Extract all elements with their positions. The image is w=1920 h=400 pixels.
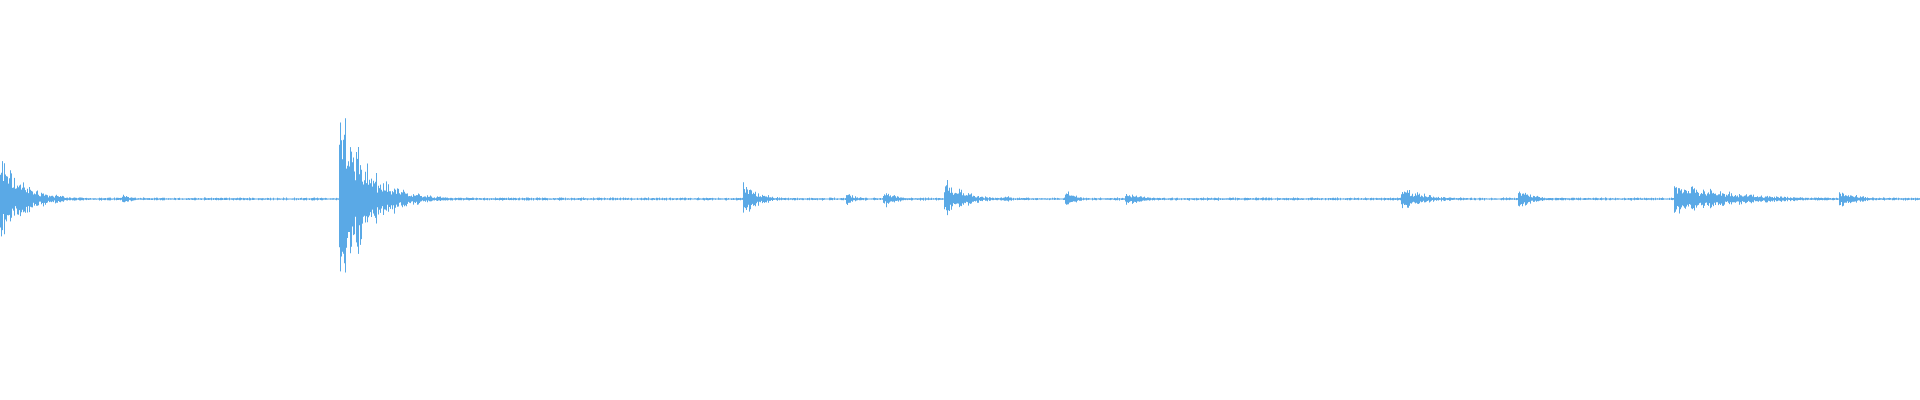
waveform-samples: [0, 118, 1920, 273]
